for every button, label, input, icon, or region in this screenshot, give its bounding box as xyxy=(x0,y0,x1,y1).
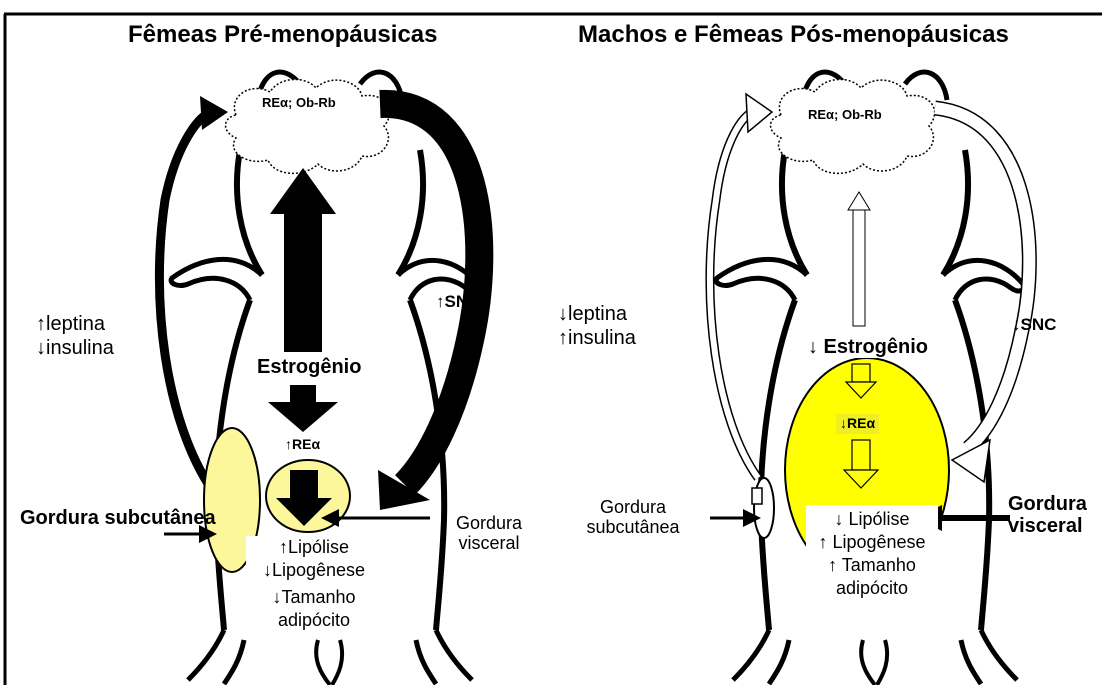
right-estrogen-shaft-up xyxy=(853,208,865,326)
left-effect-lipolise: ↑Lipólise xyxy=(249,536,379,559)
right-subcutaneous-marker xyxy=(752,488,762,504)
left-brain-cloud xyxy=(226,79,390,173)
left-feedback-arrow-up xyxy=(159,112,212,490)
left-panel-title: Fêmeas Pré-menopáusicas xyxy=(128,22,437,49)
left-snc-label: ↑SNC xyxy=(436,292,480,311)
left-hormone-leptina: ↑leptina xyxy=(36,313,105,335)
left-effect-lipogenese: ↓Lipogênese xyxy=(249,559,379,582)
right-effects: ↓ Lipólise ↑ Lipogênese ↑ Tamanho adipóc… xyxy=(806,505,938,603)
right-brain-cloud xyxy=(771,79,935,173)
left-effect-tamanho: ↓Tamanho adipócito xyxy=(249,586,379,632)
right-hormone-insulina: ↑insulina xyxy=(558,327,636,349)
right-effect-lipogenese: ↑ Lipogênese xyxy=(808,531,936,554)
right-snc-label: ↓SNC xyxy=(1012,315,1056,334)
left-brain-label: REα; Ob-Rb xyxy=(262,96,336,111)
right-subcutaneous-label: Gordura subcutânea xyxy=(578,497,688,537)
right-feedback-arrowhead xyxy=(746,94,772,132)
right-estrogen-label: ↓ Estrogênio xyxy=(805,336,931,358)
right-estrogen-shaft-down xyxy=(852,364,870,382)
left-effects: ↑Lipólise ↓Lipogênese ↓Tamanho adipócito xyxy=(246,536,382,632)
left-estrogen-arrowhead-up xyxy=(270,168,336,214)
right-brain-label: REα; Ob-Rb xyxy=(808,108,882,123)
left-estrogen-arrowhead-down xyxy=(268,402,338,432)
right-effect-tamanho: ↑ Tamanho adipócito xyxy=(808,554,936,600)
left-visceral-label: Gordura visceral xyxy=(434,513,544,553)
right-panel-title: Machos e Fêmeas Pós-menopáusicas xyxy=(578,22,1009,49)
right-estrogen-arrowhead-up xyxy=(848,192,870,210)
right-hormone-leptina: ↓leptina xyxy=(558,303,627,325)
left-visceral-arrow-shaft xyxy=(290,470,318,500)
left-receptor-label: ↑REα xyxy=(282,437,323,453)
left-estrogen-shaft xyxy=(284,212,322,352)
left-estrogen-label: Estrogênio xyxy=(254,356,364,378)
right-effect-lipolise: ↓ Lipólise xyxy=(808,508,936,531)
left-estrogen-stub xyxy=(290,385,316,403)
right-feedback-arrow-up xyxy=(710,112,758,478)
right-subcutaneous-fat xyxy=(754,478,774,538)
right-visceral-label: Gordura visceral xyxy=(1008,493,1092,538)
left-hormone-insulina: ↓insulina xyxy=(36,337,114,359)
left-subcutaneous-label: Gordura subcutânea xyxy=(20,507,160,529)
right-receptor-shaft xyxy=(852,440,870,470)
right-receptor-label: ↓REα xyxy=(836,414,879,434)
left-feedback-arrowhead xyxy=(200,96,228,130)
